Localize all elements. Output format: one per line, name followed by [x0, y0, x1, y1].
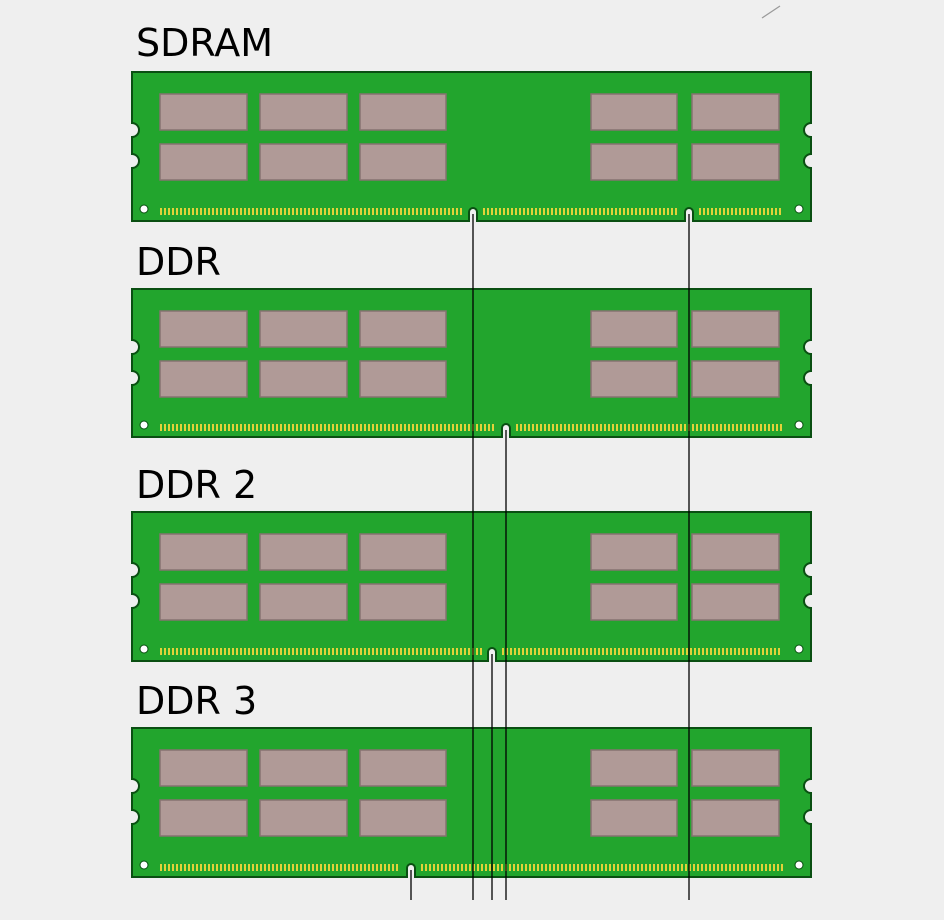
memory-chip [259, 143, 348, 181]
memory-chip [359, 749, 447, 787]
memory-chip [159, 799, 248, 837]
memory-chip [259, 533, 348, 571]
contact-strip [160, 648, 482, 655]
memory-chip [359, 583, 447, 621]
memory-chip [159, 310, 248, 348]
module-label-ddr3: DDR 3 [136, 679, 258, 723]
module-label-ddr: DDR [136, 240, 221, 284]
module-2 [131, 511, 812, 662]
contact-strip [160, 208, 462, 215]
memory-chip [590, 583, 678, 621]
memory-chip [359, 93, 447, 131]
memory-chip [259, 360, 348, 398]
mounting-hole [139, 420, 149, 430]
module-1 [131, 288, 812, 438]
memory-chip [691, 583, 780, 621]
memory-chip [159, 583, 248, 621]
memory-chip [590, 143, 678, 181]
mounting-hole [794, 420, 804, 430]
mounting-hole [139, 644, 149, 654]
memory-chip [359, 533, 447, 571]
memory-chip [691, 93, 780, 131]
memory-chip [590, 749, 678, 787]
memory-chip [159, 533, 248, 571]
memory-chip [590, 360, 678, 398]
mounting-hole [794, 860, 804, 870]
memory-chip [259, 93, 348, 131]
memory-chip [159, 143, 248, 181]
memory-chip [359, 310, 447, 348]
corner-mark [761, 5, 781, 19]
module-label-sdram: SDRAM [136, 21, 274, 65]
memory-chip [259, 799, 348, 837]
memory-chip [590, 799, 678, 837]
contact-strip [502, 648, 780, 655]
contact-strip [699, 208, 781, 215]
memory-chip [590, 533, 678, 571]
memory-chip [691, 143, 780, 181]
memory-chip [159, 749, 248, 787]
contact-strip [160, 864, 398, 871]
contact-strip [160, 424, 494, 431]
contact-strip [516, 424, 782, 431]
memory-chip [590, 310, 678, 348]
mounting-hole [794, 204, 804, 214]
contact-strip [483, 208, 677, 215]
mounting-hole [139, 860, 149, 870]
module-3 [131, 727, 812, 878]
memory-chip [159, 93, 248, 131]
memory-chip [259, 749, 348, 787]
memory-chip [691, 360, 780, 398]
memory-chip [691, 799, 780, 837]
memory-chip [691, 749, 780, 787]
memory-chip [590, 93, 678, 131]
memory-chip [259, 583, 348, 621]
memory-chip [691, 533, 780, 571]
module-0 [131, 71, 812, 222]
memory-chip [359, 799, 447, 837]
contact-strip [421, 864, 783, 871]
memory-chip [159, 360, 248, 398]
mounting-hole [139, 204, 149, 214]
memory-chip [259, 310, 348, 348]
memory-chip [359, 360, 447, 398]
memory-chip [359, 143, 447, 181]
memory-chip [691, 310, 780, 348]
module-label-ddr2: DDR 2 [136, 463, 258, 507]
mounting-hole [794, 644, 804, 654]
